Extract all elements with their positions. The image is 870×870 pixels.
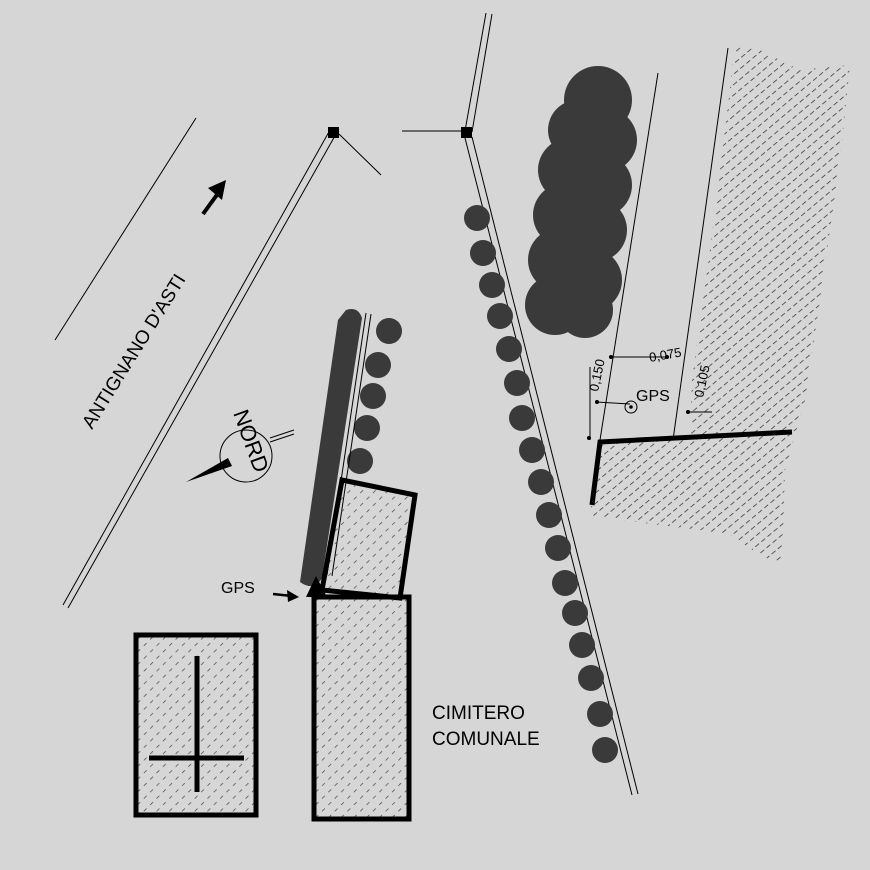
boundary-line xyxy=(599,72,659,441)
dimension-lines xyxy=(589,356,712,440)
cemetery-label-line2: COMUNALE xyxy=(432,729,540,750)
gps-survey-label: GPS xyxy=(636,388,670,405)
gps-triangle-icon xyxy=(306,576,327,597)
tree-row-right xyxy=(464,205,618,763)
street-edge-line xyxy=(54,117,197,341)
cemetery-building xyxy=(311,594,412,822)
dimension-label-d3: 0,105 xyxy=(691,364,712,399)
cable-line xyxy=(338,133,382,176)
tree-cluster xyxy=(525,66,637,338)
north-arrow-icon xyxy=(186,458,232,482)
gps-point-icon xyxy=(624,400,638,414)
gps-marker-label: GPS xyxy=(221,580,255,597)
boundary-line xyxy=(672,47,729,441)
direction-arrow-icon xyxy=(201,180,226,216)
cross-icon xyxy=(149,656,244,792)
terrain-hatched-area xyxy=(590,45,850,565)
cemetery-label-line1: CIMITERO xyxy=(432,703,525,724)
dimension-label-d1: 0,150 xyxy=(586,358,607,393)
dimension-label-d2: 0,075 xyxy=(648,345,683,365)
road-double-line-left xyxy=(62,129,337,609)
compass-circle xyxy=(219,429,273,483)
hedge xyxy=(300,309,362,587)
boundary-wall xyxy=(589,429,793,506)
utility-pole-1 xyxy=(328,127,339,138)
tree-row-left xyxy=(347,318,402,474)
dimension-ticks xyxy=(587,355,690,440)
utility-pole-2 xyxy=(461,127,472,138)
gps-arrow-icon xyxy=(272,590,299,602)
